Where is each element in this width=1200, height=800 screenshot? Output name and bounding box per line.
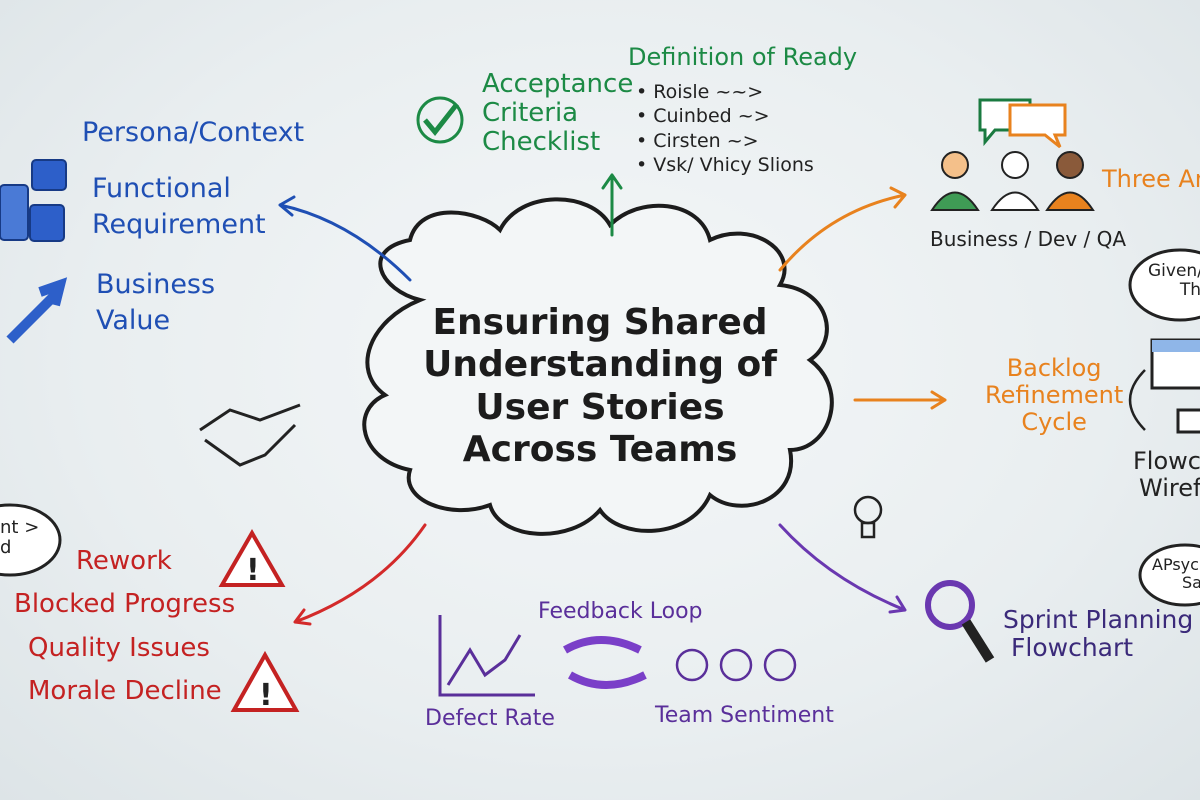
sprint-planning: Sprint Planning Flowchart bbox=[1003, 606, 1193, 662]
left-bubble: nt > d bbox=[0, 517, 40, 559]
acceptance-line: Acceptance bbox=[482, 69, 634, 99]
warning-icon: ! bbox=[230, 650, 300, 713]
arrow-to-risks bbox=[293, 523, 427, 626]
bubble-line: Given/ bbox=[1148, 261, 1200, 281]
apsyc-bubble: APsyc Sa bbox=[1152, 556, 1200, 592]
given-bubble-outline bbox=[1128, 248, 1200, 322]
warning-icon: ! bbox=[218, 528, 286, 588]
dor-bullet: • Cirsten ~> bbox=[636, 129, 759, 152]
backlog-line: Backlog bbox=[1006, 354, 1102, 382]
dor-bullet: • Roisle ~~> bbox=[636, 81, 764, 103]
definition-of-ready-list: • Roisle ~~> • Cuinbed ~> • Cirsten ~> •… bbox=[636, 80, 814, 177]
risk-quality: Quality Issues bbox=[28, 633, 210, 663]
dor-bullet: • Cuinbed ~> bbox=[636, 105, 770, 128]
given-bubble: Given/ Th bbox=[1148, 261, 1200, 301]
defect-chart-icon bbox=[438, 615, 535, 697]
backlog-line: Cycle bbox=[1021, 407, 1087, 436]
handshake-icon bbox=[199, 403, 301, 467]
center-line: Ensuring Shared bbox=[432, 302, 768, 343]
sprint-line: Sprint Planning bbox=[1003, 605, 1194, 634]
bubble-line: Sa bbox=[1182, 572, 1200, 592]
persona-context: Persona/Context bbox=[82, 117, 305, 148]
lightbulb-icon bbox=[853, 495, 883, 539]
bubble-line: APsyc bbox=[1152, 555, 1199, 574]
arrow-to-backlog bbox=[853, 390, 947, 410]
business: Business bbox=[96, 269, 216, 300]
backlog-line: Refinement bbox=[985, 380, 1124, 409]
value: Value bbox=[96, 305, 171, 336]
defect-rate: Defect Rate bbox=[425, 706, 555, 731]
center-line: User Stories bbox=[475, 386, 725, 428]
acceptance-line: Criteria bbox=[482, 98, 579, 129]
puzzle-icon bbox=[0, 159, 67, 242]
svg-text:!: ! bbox=[246, 553, 260, 588]
bubble-line: Th bbox=[1179, 280, 1200, 301]
acceptance-criteria: Acceptance Criteria Checklist bbox=[482, 69, 634, 158]
svg-text:!: ! bbox=[259, 678, 273, 713]
sprint-line: Flowchart bbox=[1011, 633, 1134, 662]
feedback-loop: Feedback Loop bbox=[538, 599, 703, 624]
acceptance-line: Checklist bbox=[482, 127, 601, 158]
speech-bubble-icon bbox=[1008, 103, 1067, 149]
backlog-refinement: Backlog Refinement Cycle bbox=[985, 355, 1123, 436]
arrow-to-sprint bbox=[778, 523, 907, 614]
risk-rework: Rework bbox=[76, 546, 172, 576]
risk-morale: Morale Decline bbox=[28, 676, 222, 706]
flowchart-wireframe: Flowch Wiref bbox=[1133, 448, 1200, 502]
dor-bullet: • Vsk/ Vhicy Slions bbox=[636, 153, 814, 176]
center-line: Across Teams bbox=[462, 429, 738, 471]
dor-bullet-text: Cuinbed bbox=[653, 105, 732, 128]
arrow-to-acceptance bbox=[601, 173, 623, 237]
people-icon bbox=[930, 151, 1095, 211]
three-amigos-title: Three Am bbox=[1102, 165, 1200, 193]
center-line: Understanding of bbox=[423, 344, 777, 386]
magnifier-icon bbox=[925, 580, 995, 663]
arrow-to-three-amigos bbox=[778, 186, 907, 272]
functional: Functional bbox=[92, 173, 231, 204]
left-bubble-outline bbox=[0, 503, 62, 577]
dor-bullet-text: Roisle bbox=[653, 81, 710, 103]
center-cloud bbox=[362, 197, 834, 536]
three-amigos-roles: Business / Dev / QA bbox=[930, 227, 1127, 251]
bubble-line: nt > bbox=[0, 517, 40, 538]
dor-bullet-text: Cirsten bbox=[653, 129, 721, 152]
risk-blocked: Blocked Progress bbox=[14, 589, 236, 619]
apsyc-bubble-outline bbox=[1138, 543, 1200, 607]
loop-icon bbox=[563, 636, 647, 689]
face-icon bbox=[675, 648, 797, 682]
trend-up-icon bbox=[6, 277, 68, 344]
definition-of-ready-title: Definition of Ready bbox=[628, 43, 858, 71]
arrow-to-persona bbox=[278, 195, 412, 282]
requirement: Requirement bbox=[92, 209, 266, 240]
fw-line: Wiref bbox=[1139, 473, 1200, 502]
bubble-line: d bbox=[0, 537, 12, 559]
dor-bullet-text: Vsk/ Vhicy Slions bbox=[653, 153, 814, 176]
wireframe-icon bbox=[1128, 338, 1200, 434]
checkmark-icon bbox=[416, 96, 464, 144]
center-title: Ensuring Shared Understanding of User St… bbox=[405, 302, 795, 472]
team-sentiment: Team Sentiment bbox=[655, 703, 834, 728]
fw-line: Flowch bbox=[1133, 447, 1200, 475]
